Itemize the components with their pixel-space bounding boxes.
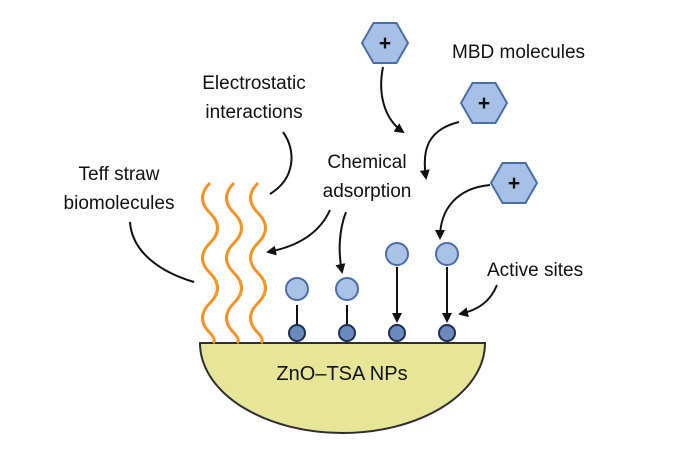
plus-sign-3: + [508, 172, 520, 195]
arrow-chemical-to-waves [266, 209, 331, 256]
wave-3 [249, 181, 267, 345]
molecule-circle-1 [285, 277, 309, 301]
plus-sign-1: + [379, 32, 391, 55]
arrow-hex3-to-site [435, 184, 491, 240]
flow-arrows [129, 66, 498, 318]
mbd-hexagon-2: + [459, 82, 509, 124]
active-site-1 [288, 324, 306, 342]
molecule-circle-3 [385, 242, 409, 266]
active-sites [288, 305, 456, 342]
teff-straw-label-line2: biomolecules [64, 193, 175, 214]
electrostatic-leader [269, 131, 293, 195]
active-site-3 [388, 324, 406, 342]
molecule-circle-4 [435, 242, 459, 266]
electrostatic-label-line1: Electrostatic [202, 73, 305, 94]
molecule-circle-2 [335, 277, 359, 301]
teff-straw-waves [201, 181, 267, 345]
arrow-hex1-to-chemical [380, 66, 405, 134]
teff-leader [129, 221, 195, 283]
chemical-adsorption-label-line2: adsorption [323, 181, 412, 202]
mbd-hexagon-3: + [489, 162, 539, 204]
active-site-4 [438, 324, 456, 342]
electrostatic-label-line2: interactions [205, 102, 302, 123]
base-label: ZnO–TSA NPs [276, 363, 407, 385]
wave-2 [225, 181, 243, 345]
arrow-chemical-to-circle [335, 211, 347, 274]
active-site-2 [338, 324, 356, 342]
molecule-circles [285, 242, 459, 301]
plus-sign-2: + [478, 92, 490, 115]
wave-1 [201, 181, 219, 345]
arrow-hex2-to-chemical [419, 121, 460, 180]
mbd-hexagon-1: + [360, 22, 410, 64]
teff-straw-label-line1: Teff straw [79, 164, 160, 185]
zno-tsa-base [198, 342, 487, 434]
active-sites-label: Active sites [487, 260, 583, 281]
arrow-active-sites-label [458, 284, 498, 318]
chemical-adsorption-label-line1: Chemical [327, 152, 406, 173]
mbd-molecules-label: MBD molecules [452, 42, 585, 63]
